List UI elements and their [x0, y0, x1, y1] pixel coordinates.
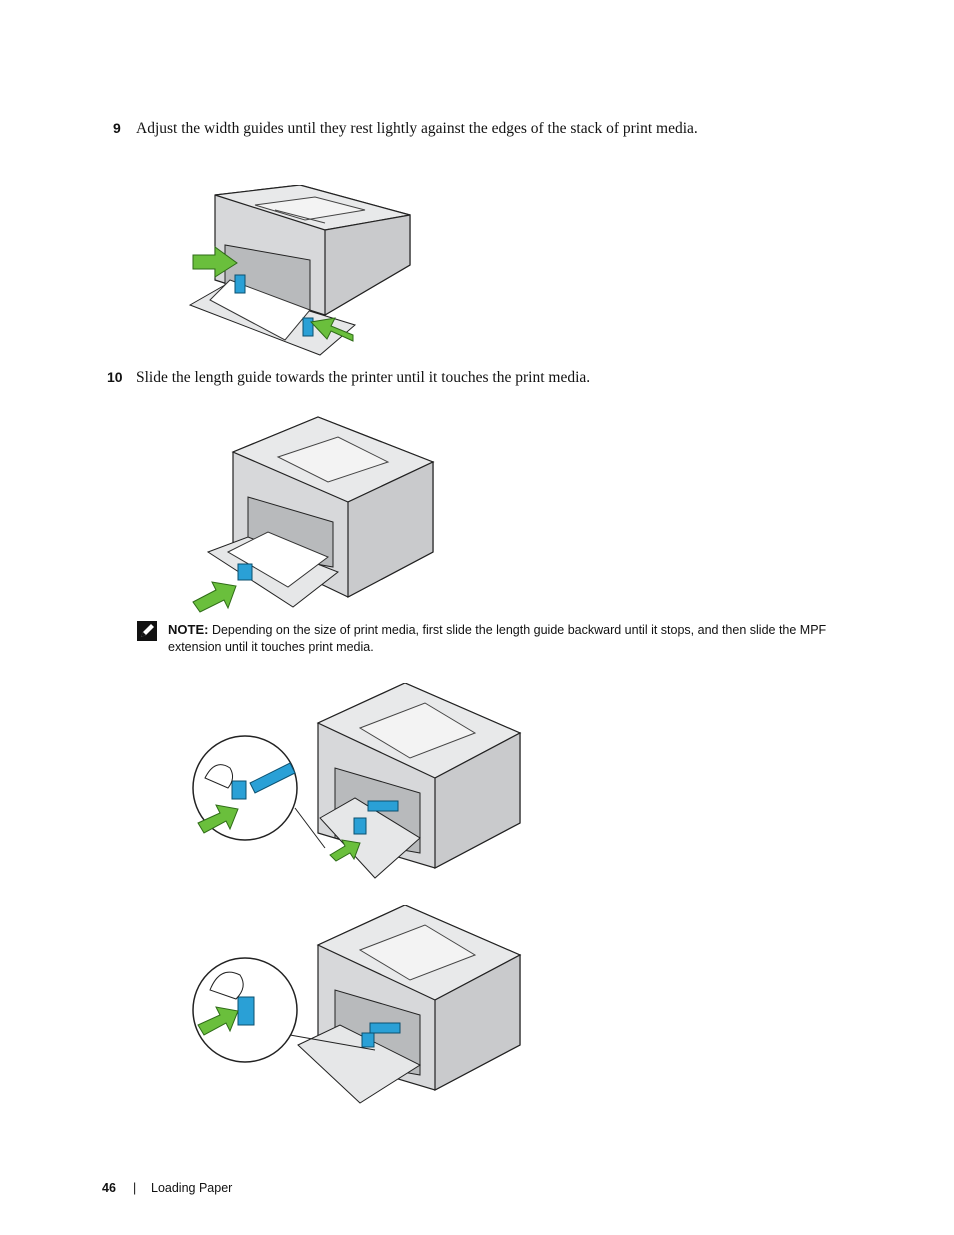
footer-section-title: Loading Paper [151, 1181, 233, 1195]
arrow-right-icon [309, 317, 354, 342]
figure-adjust-width-guides [188, 185, 411, 356]
figure-mpf-extension [192, 905, 522, 1104]
figure-length-guide-backward [192, 683, 522, 879]
step-9-number: 9 [113, 120, 121, 136]
arrow-inset-2-icon [197, 1006, 239, 1036]
footer-separator: | [133, 1181, 137, 1195]
pencil-note-icon [137, 621, 157, 641]
page-number: 46 [102, 1181, 116, 1195]
step-9-text: Adjust the width guides until they rest … [136, 120, 698, 137]
arrow-left-icon [192, 246, 238, 278]
step-10-text: Slide the length guide towards the print… [136, 369, 591, 386]
note-label: NOTE: [168, 622, 209, 637]
note-text: Depending on the size of print media, fi… [168, 623, 827, 654]
note: NOTE: Depending on the size of print med… [168, 621, 848, 656]
arrow-tray-icon [329, 839, 361, 862]
arrow-inset-icon [197, 804, 239, 834]
arrow-forward-icon [192, 581, 237, 613]
step-10-number: 10 [107, 369, 123, 385]
figure-slide-length-guide [192, 416, 435, 613]
